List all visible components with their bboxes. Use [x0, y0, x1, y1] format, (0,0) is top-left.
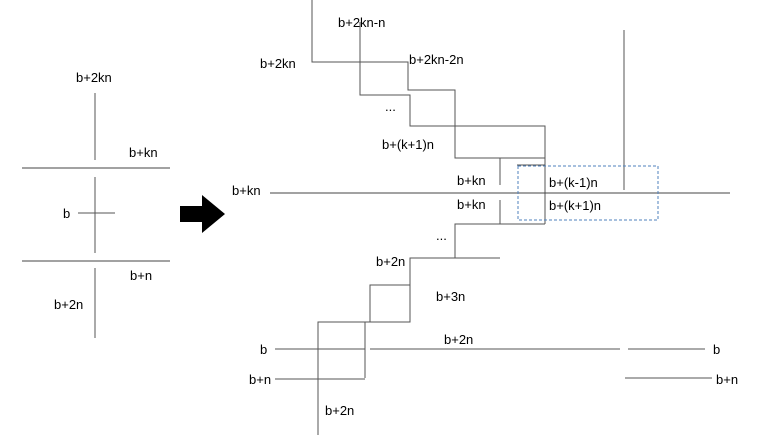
upper-stair-2	[359, 22, 501, 185]
label-bottom-b: b	[260, 342, 267, 357]
left-label-b: b	[63, 206, 70, 221]
label-mid-kn-lower: b+kn	[457, 197, 486, 212]
right-panel: b+2kn-n b+2kn b+2kn-2n ... b+(k+1)n b+kn…	[232, 0, 738, 435]
label-bottom-bn-right: b+n	[716, 372, 738, 387]
right-arrow-icon	[180, 195, 225, 233]
left-label-kn: b+kn	[129, 145, 158, 160]
label-upper-k1: b+(k+1)n	[382, 137, 434, 152]
label-bottom-2n-mid: b+2n	[444, 332, 473, 347]
label-box-upper: b+(k-1)n	[549, 175, 598, 190]
label-ellipsis-lower: ...	[436, 228, 447, 243]
lower-stair-1	[364, 200, 501, 378]
label-box-lower: b+(k+1)n	[549, 198, 601, 213]
left-label-top: b+2kn	[76, 70, 112, 85]
label-bottom-2n-low: b+2n	[325, 403, 354, 418]
label-ellipsis-upper: ...	[385, 99, 396, 114]
upper-stair-1	[311, 0, 546, 224]
label-top-c: b+2kn-2n	[409, 52, 464, 67]
label-bottom-b-right: b	[713, 342, 720, 357]
label-top-b: b+2kn	[260, 56, 296, 71]
left-label-bottom: b+2n	[54, 297, 83, 312]
label-lower-3n: b+3n	[436, 289, 465, 304]
label-top-a: b+2kn-n	[338, 15, 385, 30]
label-bottom-bn: b+n	[249, 372, 271, 387]
lower-stair-5	[317, 321, 365, 378]
left-label-n: b+n	[130, 268, 152, 283]
label-mid-kn-upper: b+kn	[457, 173, 486, 188]
highlight-dashed-box	[517, 165, 659, 221]
left-panel: b+2kn b+kn b b+n b+2n	[22, 70, 170, 338]
label-main-left: b+kn	[232, 183, 261, 198]
label-lower-2n: b+2n	[376, 254, 405, 269]
lower-stair-4	[365, 284, 410, 323]
